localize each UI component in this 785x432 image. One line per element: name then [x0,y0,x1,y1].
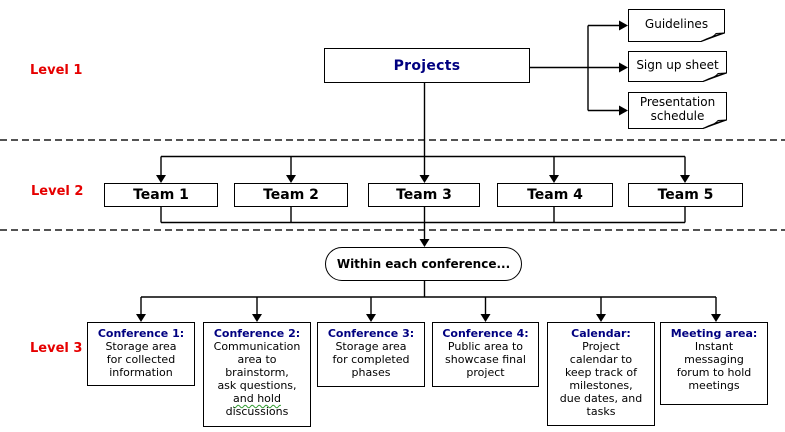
folded-corner-icon [628,9,725,42]
conference-4-desc: Public area to showcase final project [445,340,526,379]
conference-2-desc: Communication area to brainstorm, ask qu… [214,340,301,418]
meeting-area-title: Meeting area: [670,327,758,340]
team-4-label: Team 4 [527,187,583,203]
meeting-area-node: Meeting area: Instant messaging forum to… [660,322,768,405]
team-3-label: Team 3 [396,187,452,203]
conference-2-desc-part2: discussions [225,405,289,418]
guidelines-label: Guidelines [644,16,709,31]
oval-to-conferences-connectors [140,281,717,315]
level-2-label: Level 2 [31,184,84,199]
presentation-schedule-label: Presentation schedule [639,94,716,123]
team-1-node: Team 1 [104,183,218,207]
calendar-desc: Project calendar to keep track of milest… [559,340,643,418]
conference-4-title: Conference 4: [442,327,529,340]
level-1-label: Level 1 [30,63,83,78]
conference-1-desc: Storage area for collected information [105,340,177,379]
team-1-label: Team 1 [133,187,189,203]
signup-sheet-label: Sign up sheet [636,57,719,72]
projects-node: Projects [324,48,530,83]
conference-3-node: Conference 3: Storage area for completed… [317,322,425,387]
folded-corner-icon [628,92,727,129]
calendar-title: Calendar: [571,327,631,340]
conference-arrowheads [136,314,721,322]
conference-1-node: Conference 1: Storage area for collected… [87,322,195,386]
team-arrowheads [156,175,690,183]
level1-to-documents-connectors [530,24,620,112]
conference-3-title: Conference 3: [327,327,415,340]
calendar-node: Calendar: Project calendar to keep track… [547,322,655,426]
within-each-conference-node: Within each conference... [325,247,522,281]
conference-4-node: Conference 4: Public area to showcase fi… [432,322,539,387]
conference-1-title: Conference 1: [97,327,185,340]
signup-sheet-doc-node: Sign up sheet [628,51,727,82]
team-3-node: Team 3 [368,183,480,207]
right-arrowheads [619,20,628,116]
team-5-label: Team 5 [657,187,714,203]
guidelines-doc-node: Guidelines [628,9,725,42]
presentation-schedule-doc-node: Presentation schedule [628,92,727,129]
teams-to-oval-connectors [160,207,686,240]
conference-2-desc-part1: Communication area to brainstorm, ask qu… [213,340,301,392]
conference-3-desc: Storage area for completed phases [332,340,410,379]
folded-corner-icon [628,51,727,82]
projects-to-teams-connectors [160,83,686,176]
within-each-conference-label: Within each conference... [336,257,511,271]
conference-2-node: Conference 2: Communication area to brai… [203,322,311,427]
meeting-area-desc: Instant messaging forum to hold meetings [676,340,752,392]
team-5-node: Team 5 [628,183,743,207]
projects-label: Projects [393,57,461,74]
level-3-label: Level 3 [30,341,83,356]
team-2-label: Team 2 [263,187,319,203]
conference-2-desc-spellcheck: and hold [233,392,281,405]
conference-2-title: Conference 2: [213,327,301,340]
team-4-node: Team 4 [497,183,613,207]
level-separator-lines [0,139,785,231]
team-2-node: Team 2 [234,183,348,207]
oval-arrowhead [419,239,430,247]
